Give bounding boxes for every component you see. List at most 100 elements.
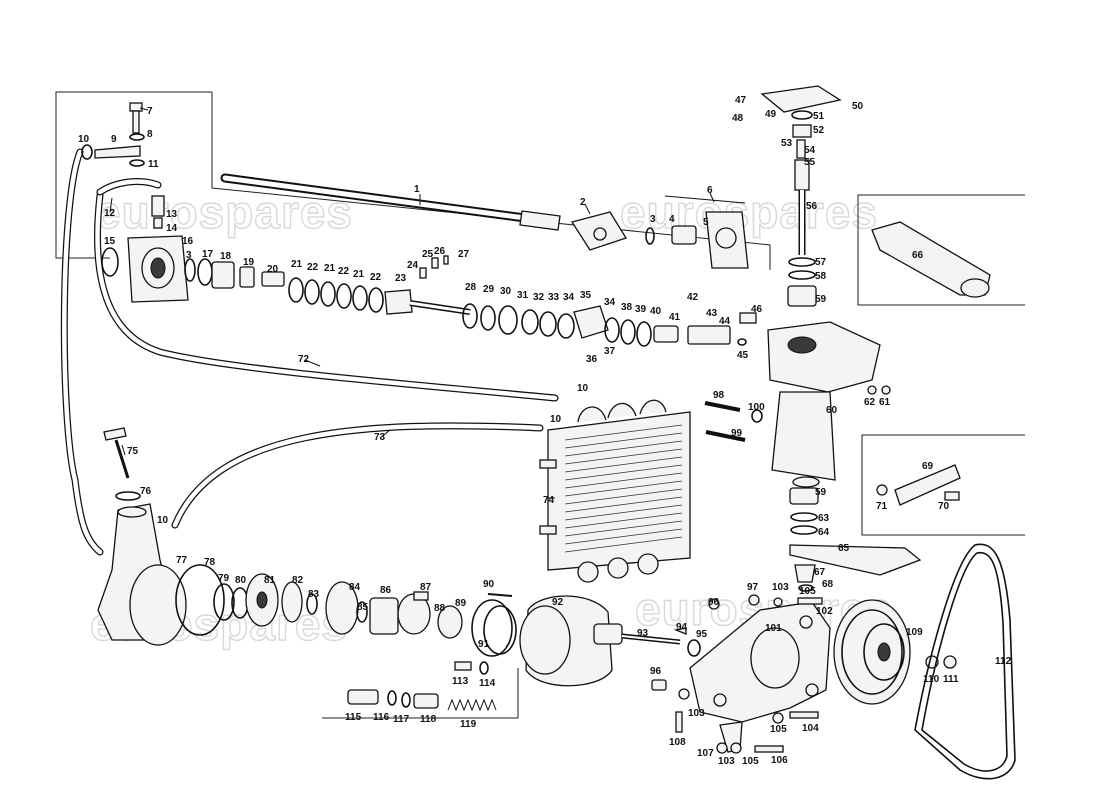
label-63: 63: [818, 513, 830, 524]
label-1: 1: [414, 184, 420, 195]
label-105a: 105: [799, 586, 816, 597]
label-22a: 22: [307, 262, 319, 273]
label-17: 17: [202, 249, 214, 260]
label-69: 69: [922, 461, 934, 472]
label-53: 53: [781, 138, 793, 149]
oil-cooler: [539, 399, 691, 583]
label-57: 57: [815, 257, 827, 268]
label-32: 32: [533, 292, 545, 303]
label-88: 88: [434, 603, 446, 614]
label-43: 43: [706, 308, 718, 319]
label-50: 50: [852, 101, 864, 112]
label-58: 58: [815, 271, 827, 282]
label-101: 101: [765, 623, 782, 634]
label-37: 37: [604, 346, 616, 357]
label-4: 4: [669, 214, 675, 225]
label-3b: 3: [186, 250, 192, 261]
label-103a: 103: [772, 582, 789, 593]
steering-shaft: [220, 173, 561, 231]
label-104: 104: [802, 723, 819, 734]
label-72: 72: [298, 354, 310, 365]
valve-kit: [347, 661, 497, 712]
drop-arm: [789, 544, 922, 592]
small-items-24-27: [419, 255, 449, 279]
label-48: 48: [732, 113, 744, 124]
label-39: 39: [635, 304, 647, 315]
label-112: 112: [995, 656, 1012, 667]
label-99: 99: [731, 428, 743, 439]
coupling-items: [645, 195, 749, 269]
leader-lines: [109, 107, 715, 499]
label-75: 75: [127, 446, 139, 457]
label-8: 8: [147, 129, 153, 140]
label-96a: 96: [708, 597, 720, 608]
box-bracket-left: [55, 91, 212, 259]
valve-housing: [101, 235, 189, 303]
label-83: 83: [308, 589, 320, 600]
label-71: 71: [876, 501, 888, 512]
label-10a: 10: [78, 134, 90, 145]
label-46: 46: [751, 304, 763, 315]
label-61: 61: [879, 397, 891, 408]
label-15: 15: [104, 236, 116, 247]
label-67: 67: [814, 567, 826, 578]
label-64: 64: [818, 527, 830, 538]
box-valve-kit: [322, 668, 519, 719]
label-25: 25: [422, 249, 434, 260]
label-86: 86: [380, 585, 392, 596]
label-30: 30: [500, 286, 512, 297]
label-90: 90: [483, 579, 495, 590]
label-44: 44: [719, 316, 731, 327]
label-100: 100: [748, 402, 765, 413]
label-10b: 10: [577, 383, 589, 394]
label-117: 117: [393, 714, 410, 725]
label-3a: 3: [650, 214, 656, 225]
label-76: 76: [140, 486, 152, 497]
label-49: 49: [765, 109, 777, 120]
label-59b: 59: [815, 487, 827, 498]
label-21c: 21: [353, 269, 365, 280]
label-24: 24: [407, 260, 419, 271]
bolts-98-100: [704, 385, 891, 442]
label-98: 98: [713, 390, 725, 401]
label-10c: 10: [550, 414, 562, 425]
label-70: 70: [938, 501, 950, 512]
label-73: 73: [374, 432, 386, 443]
label-116: 116: [373, 712, 390, 723]
pump-body: [519, 595, 701, 687]
label-82: 82: [292, 575, 304, 586]
fitting-13-14: [151, 195, 165, 229]
label-19: 19: [243, 257, 255, 268]
label-62: 62: [864, 397, 876, 408]
label-84: 84: [349, 582, 361, 593]
label-16: 16: [182, 236, 194, 247]
label-87: 87: [420, 582, 432, 593]
label-42: 42: [687, 292, 699, 303]
label-66: 66: [912, 250, 924, 261]
label-47: 47: [735, 95, 747, 106]
label-51: 51: [813, 111, 825, 122]
pump-bracket: [689, 601, 831, 753]
bolt-set-7-11: [81, 102, 145, 167]
hoses: [60, 148, 559, 556]
label-22c: 22: [370, 272, 382, 283]
label-94: 94: [676, 622, 688, 633]
label-20: 20: [267, 264, 279, 275]
label-33: 33: [548, 292, 560, 303]
label-80: 80: [235, 575, 247, 586]
label-38: 38: [621, 302, 633, 313]
label-89: 89: [455, 598, 467, 609]
label-21a: 21: [291, 259, 303, 270]
idler-arm: [876, 464, 961, 506]
label-34a: 34: [563, 292, 575, 303]
label-91: 91: [478, 639, 490, 650]
label-118: 118: [420, 714, 437, 725]
label-14: 14: [166, 223, 178, 234]
label-23: 23: [395, 273, 407, 284]
box-idler-arm: [861, 434, 1025, 536]
label-85: 85: [357, 602, 369, 613]
label-6: 6: [707, 185, 713, 196]
pulley: [833, 599, 911, 705]
drive-belt: [914, 543, 1016, 780]
part-labels: 1 2 3 3 4 5 6 7 8 9 10 10 10 10 11 12 13…: [78, 95, 1012, 767]
